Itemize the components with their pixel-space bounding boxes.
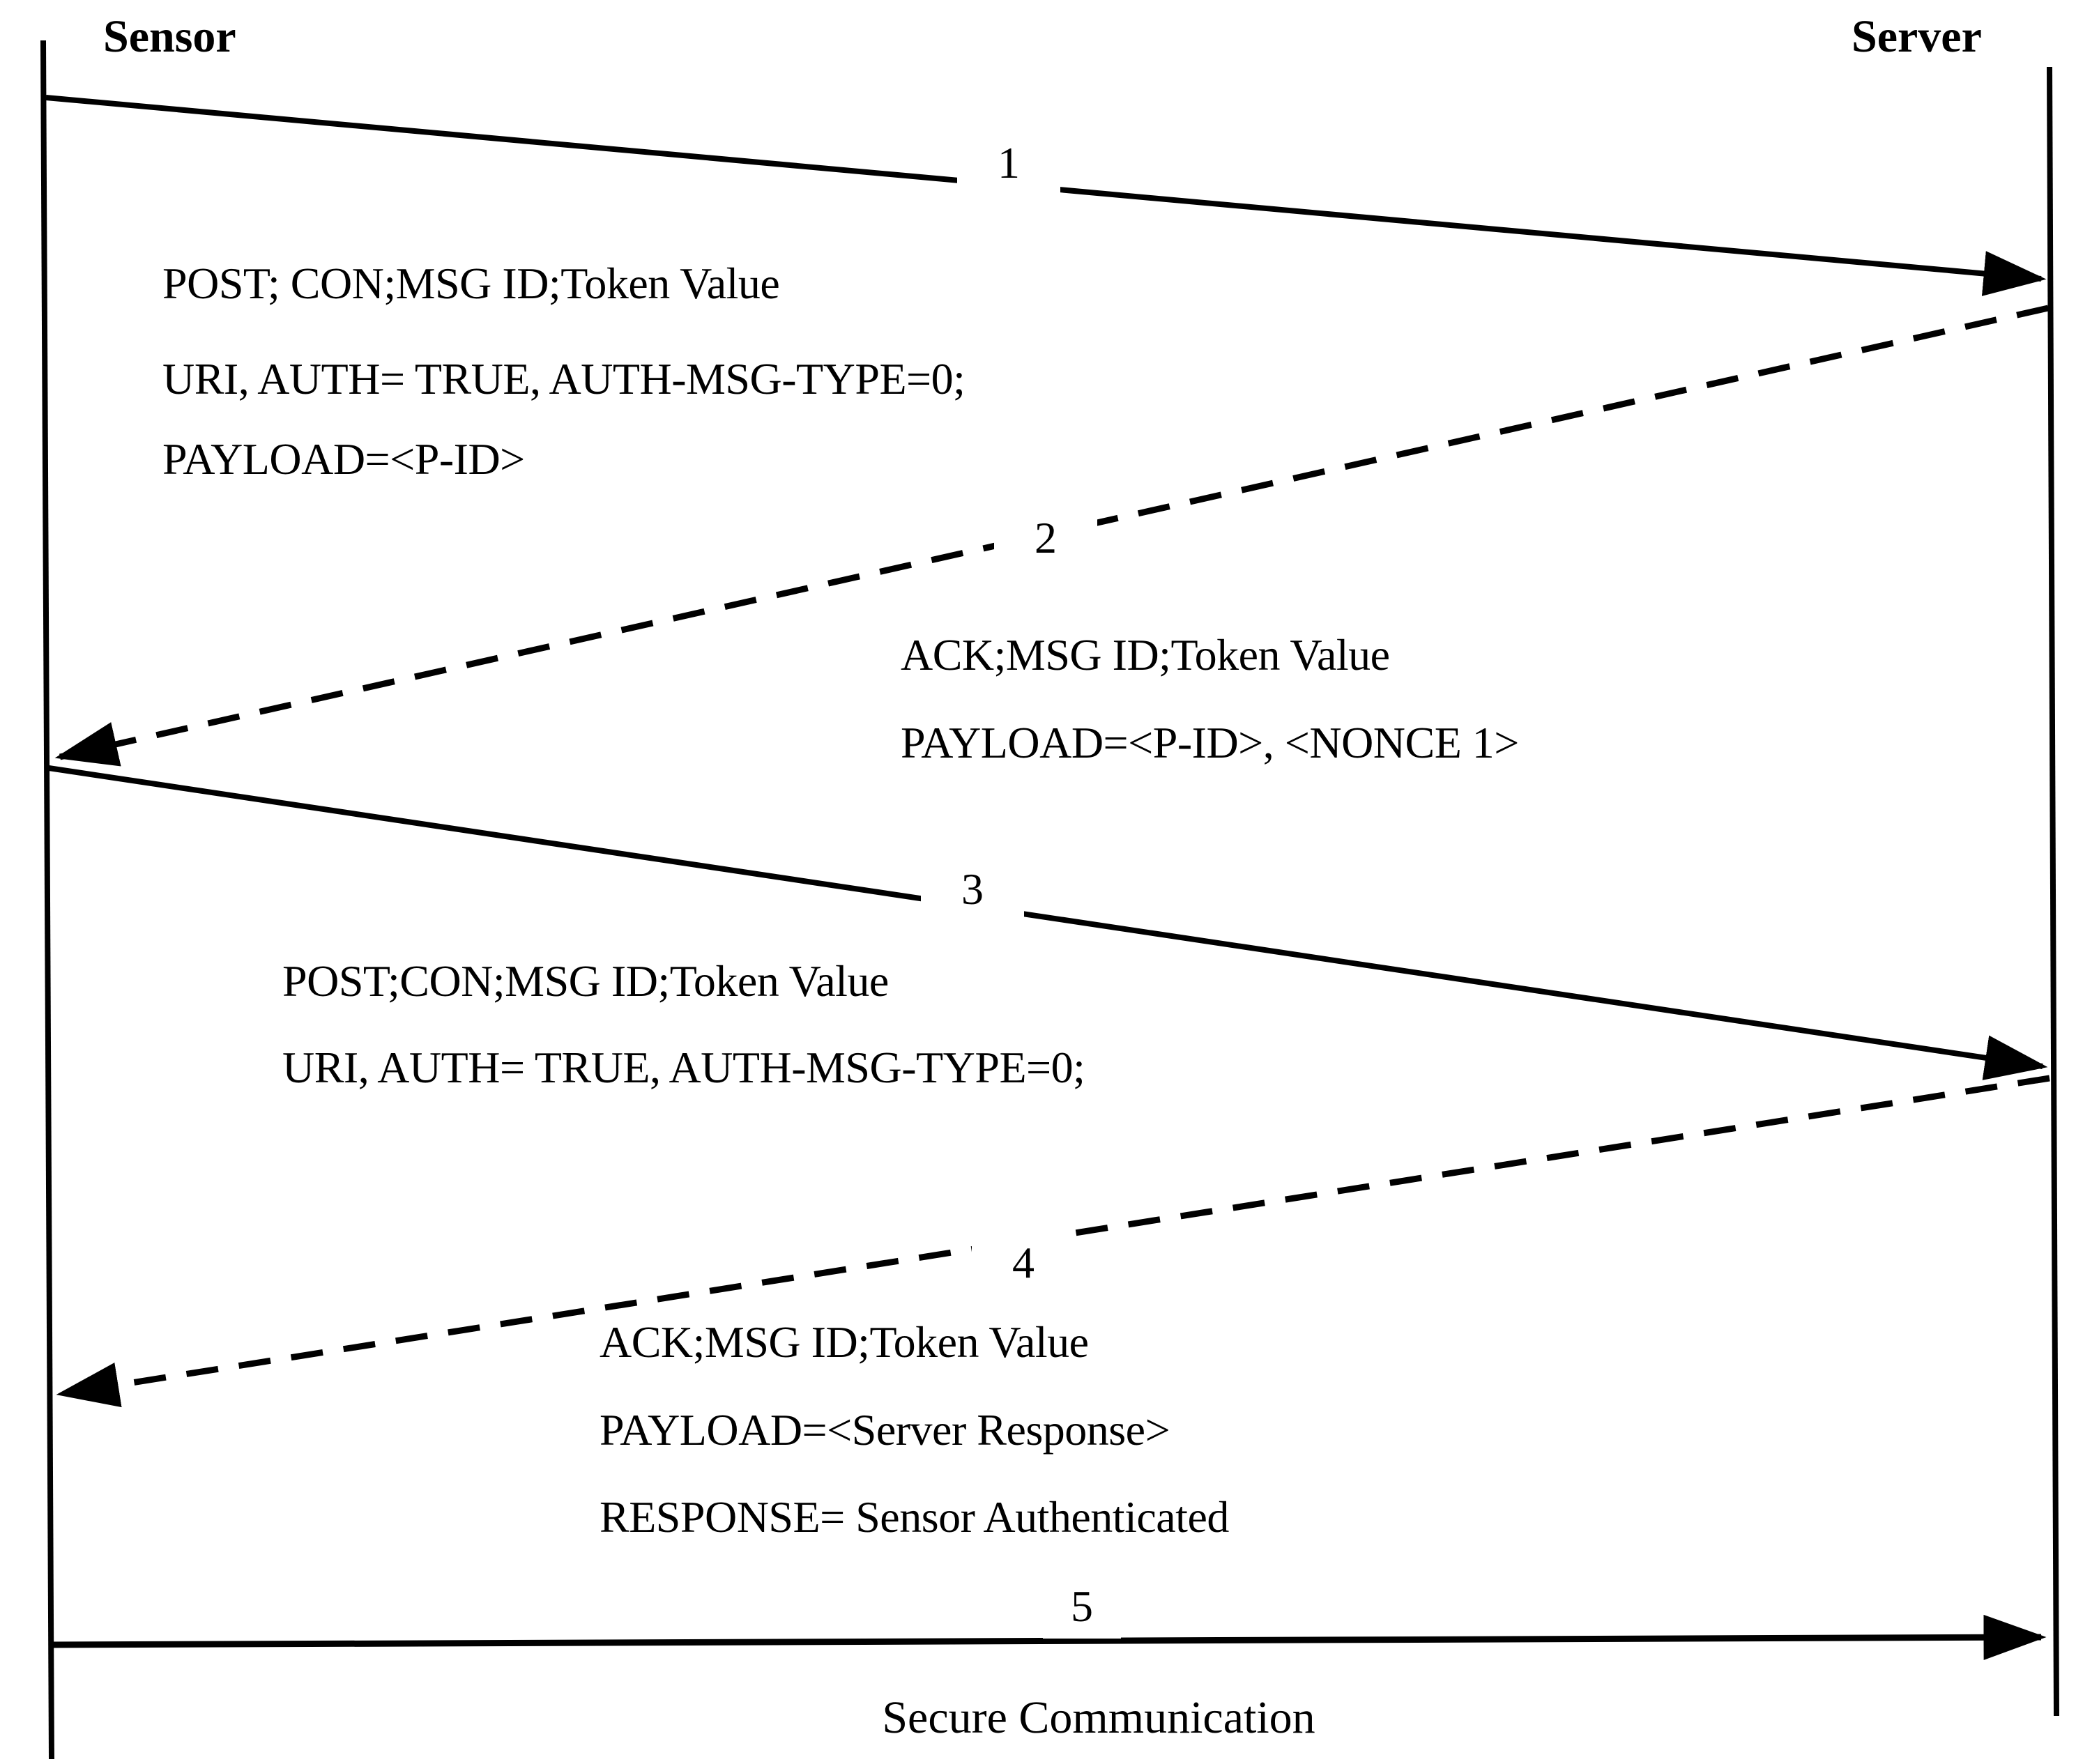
message-1-number: 1 [957, 130, 1060, 197]
message-3-number: 3 [921, 856, 1024, 923]
message-4-text-line-1: ACK;MSG ID;Token Value [600, 1317, 1089, 1367]
message-4-text-line-3: RESPONSE= Sensor Authenticated [600, 1492, 1229, 1542]
message-1-text-line-3: PAYLOAD=<P-ID> [162, 434, 525, 484]
message-4-text-line-2: PAYLOAD=<Server Response> [600, 1405, 1170, 1455]
actor-server-label: Server [1852, 11, 1982, 62]
message-5-number: 5 [1043, 1574, 1121, 1639]
message-1-text-line-2: URI, AUTH= TRUE, AUTH-MSG-TYPE=0; [162, 354, 965, 404]
message-2-text-line-1: ACK;MSG ID;Token Value [901, 630, 1390, 680]
secure-communication-label: Secure Communication [882, 1692, 1315, 1743]
lifeline-server [2047, 66, 2059, 1717]
message-3-text-line-2: URI, AUTH= TRUE, AUTH-MSG-TYPE=0; [282, 1043, 1085, 1092]
actor-sensor-label: Sensor [103, 11, 236, 62]
lifeline-sensor [40, 40, 54, 1760]
message-2-number: 2 [994, 505, 1097, 572]
message-4-number: 4 [972, 1229, 1075, 1296]
message-3-arrow [48, 765, 2048, 1080]
message-1-text-line-1: POST; CON;MSG ID;Token Value [162, 259, 780, 308]
message-5-arrow [48, 1614, 2047, 1660]
message-3-text-line-1: POST;CON;MSG ID;Token Value [282, 956, 889, 1006]
message-2-text-line-2: PAYLOAD=<P-ID>, <NONCE 1> [901, 718, 1519, 767]
message-4-arrow [56, 1075, 2050, 1408]
